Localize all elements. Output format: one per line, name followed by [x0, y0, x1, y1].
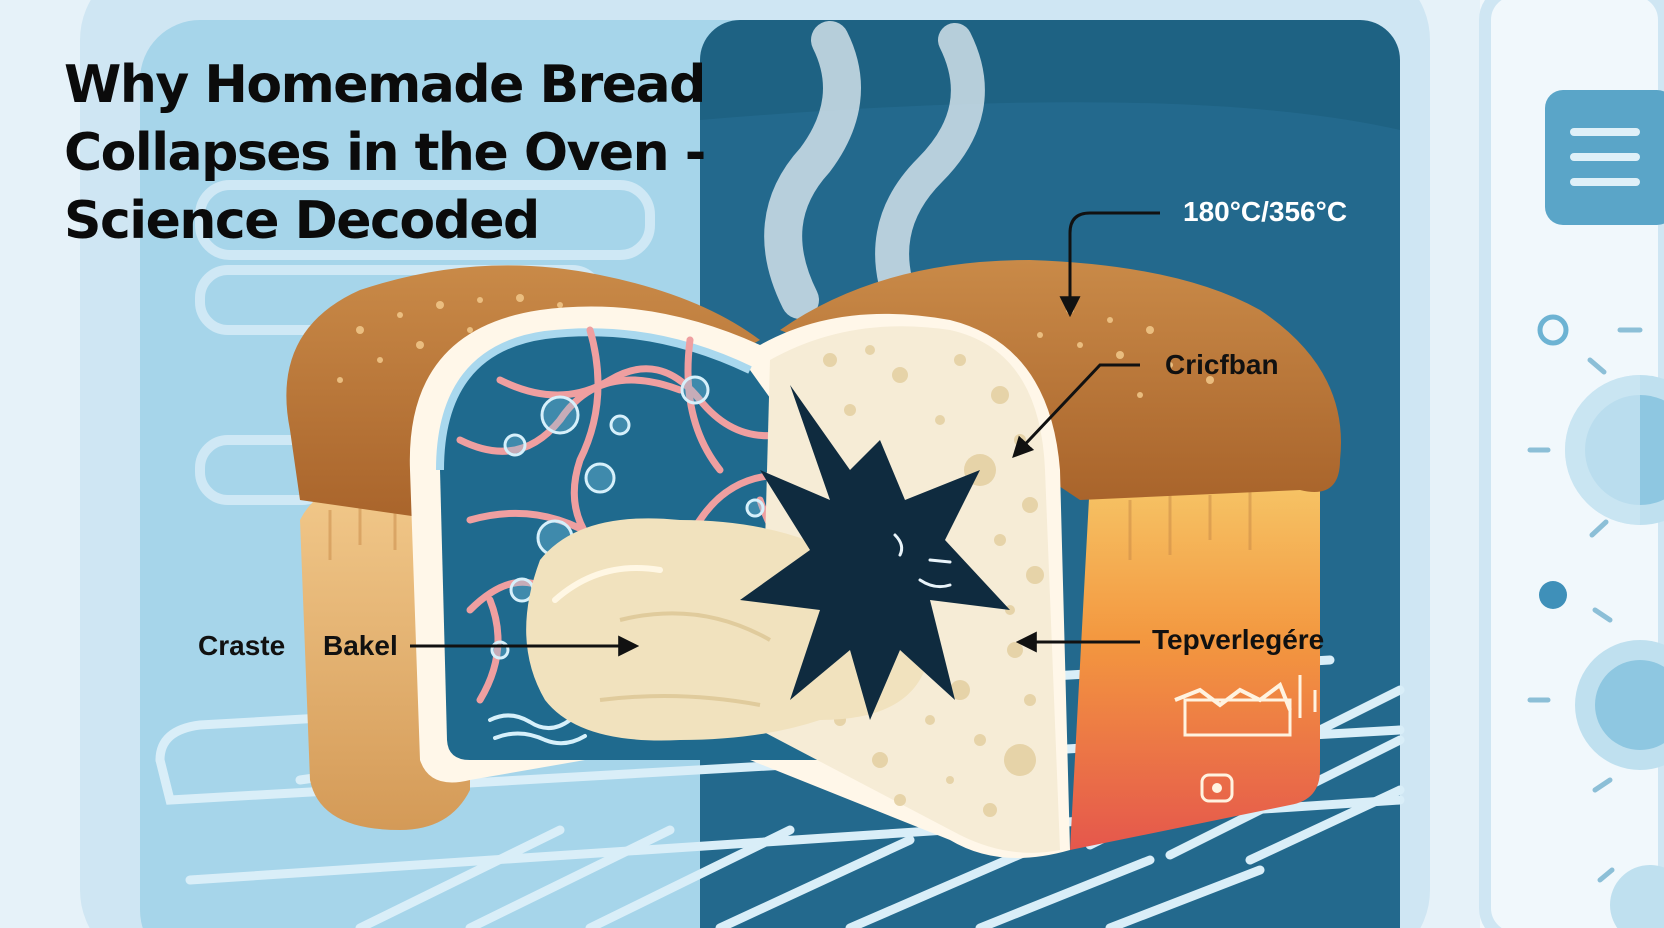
- menu-icon: [1545, 90, 1664, 225]
- page-title-line-3: Science Decoded: [64, 191, 540, 251]
- crust-label: Craste: [198, 630, 286, 661]
- heat-zone: [1070, 470, 1320, 850]
- callout-arrows: [410, 211, 1160, 657]
- crumb-label: Cricfban: [1165, 349, 1279, 380]
- dough-label: Bakel: [323, 630, 398, 661]
- heat-label: Tepverlegére: [1152, 624, 1325, 655]
- play-icon: [1200, 773, 1234, 803]
- indicator-ring-icon: [1537, 314, 1569, 346]
- page-title-line-1: Why Homemade Bread: [64, 55, 706, 115]
- steam-icon: [764, 21, 985, 327]
- knob-icon: [1575, 640, 1664, 770]
- knob-icon: [1565, 375, 1664, 525]
- bread-loaf: [286, 260, 1341, 858]
- collapse-crack: [740, 385, 1010, 720]
- temperature-label: 180°C/356°C: [1183, 196, 1348, 227]
- crumb-holes: [823, 345, 1044, 817]
- page-title-line-2: Collapses in the Oven -: [64, 123, 706, 183]
